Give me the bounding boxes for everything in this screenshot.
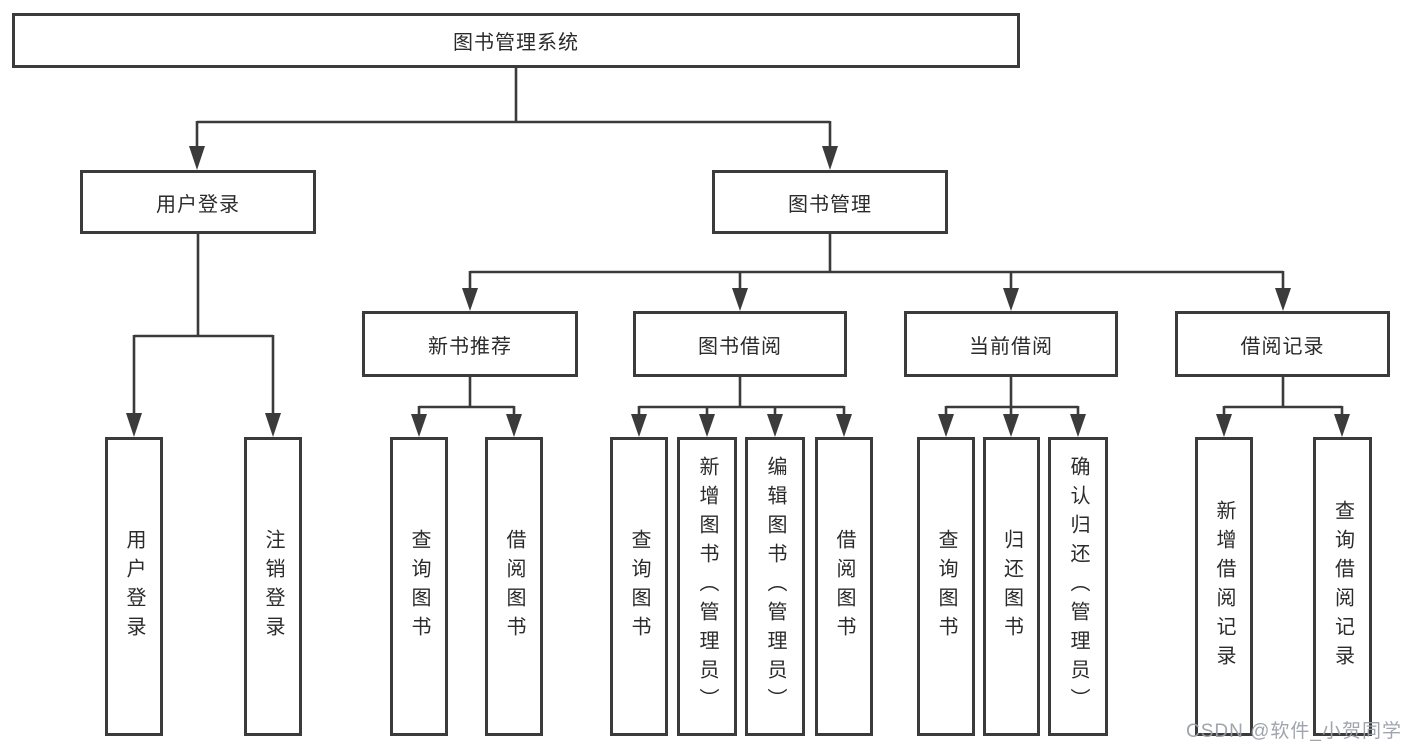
node-borrow-record: 借阅记录: [1175, 311, 1390, 377]
node-book-mgmt: 图书管理: [712, 170, 948, 234]
node-book-mgmt-label: 图书管理: [788, 193, 872, 216]
leaf-current-query-label: 查询图书: [935, 528, 957, 645]
leaf-current-confirm: 确认归还（管理员）: [1048, 437, 1108, 736]
leaf-borrow-borrow-label: 借阅图书: [833, 528, 855, 645]
leaf-record-add: 新增借阅记录: [1195, 437, 1253, 736]
leaf-current-return: 归还图书: [983, 437, 1040, 736]
node-new-book-label: 新书推荐: [428, 335, 512, 358]
node-new-book: 新书推荐: [362, 311, 578, 377]
leaf-newbook-borrow: 借阅图书: [485, 437, 543, 736]
leaf-current-confirm-label: 确认归还（管理员）: [1067, 456, 1089, 717]
leaf-user-login-label: 用户登录: [123, 528, 145, 645]
leaf-borrow-query: 查询图书: [610, 437, 668, 736]
leaf-borrow-add: 新增图书（管理员）: [677, 437, 737, 736]
leaf-borrow-add-label: 新增图书（管理员）: [696, 456, 718, 717]
leaf-record-add-label: 新增借阅记录: [1213, 499, 1235, 674]
leaf-record-query-label: 查询借阅记录: [1331, 499, 1354, 674]
node-root: 图书管理系统: [12, 13, 1020, 68]
leaf-borrow-edit-label: 编辑图书（管理员）: [764, 456, 786, 717]
leaf-record-query: 查询借阅记录: [1313, 437, 1372, 736]
leaf-current-query: 查询图书: [917, 437, 975, 736]
leaf-borrow-query-label: 查询图书: [628, 528, 650, 645]
leaf-newbook-query-label: 查询图书: [408, 528, 430, 645]
node-borrow-record-label: 借阅记录: [1240, 335, 1325, 358]
node-user-login: 用户登录: [80, 170, 316, 234]
node-root-label: 图书管理系统: [453, 32, 579, 54]
leaf-logout: 注销登录: [244, 437, 302, 736]
node-current-borrow: 当前借阅: [904, 311, 1118, 377]
leaf-borrow-borrow: 借阅图书: [815, 437, 873, 736]
leaf-newbook-borrow-label: 借阅图书: [503, 528, 525, 645]
leaf-current-return-label: 归还图书: [1000, 528, 1023, 645]
leaf-newbook-query: 查询图书: [390, 437, 448, 736]
csdn-watermark: CSDN @软件_小贺同学: [1186, 721, 1402, 742]
node-book-borrow-label: 图书借阅: [698, 335, 782, 358]
node-current-borrow-label: 当前借阅: [969, 335, 1053, 358]
leaf-borrow-edit: 编辑图书（管理员）: [745, 437, 805, 736]
node-user-login-label: 用户登录: [156, 193, 240, 216]
leaf-user-login: 用户登录: [105, 437, 163, 736]
leaf-logout-label: 注销登录: [262, 528, 284, 645]
node-book-borrow: 图书借阅: [633, 311, 847, 377]
